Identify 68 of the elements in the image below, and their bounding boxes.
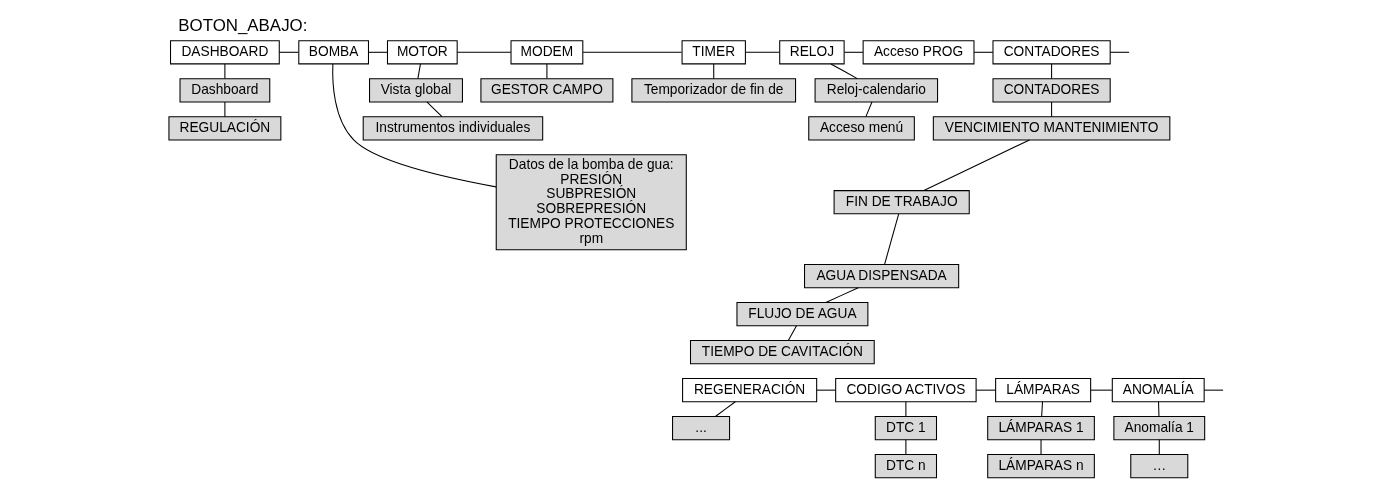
connector — [1040, 400, 1043, 417]
connector — [787, 324, 797, 341]
connector — [223, 100, 225, 117]
connector — [1050, 62, 1052, 79]
node-box: Vista global — [368, 77, 463, 102]
node-box: GESTOR CAMPO — [479, 77, 613, 102]
node-box: … — [1129, 453, 1188, 478]
connector — [883, 212, 899, 265]
node-box: TIEMPO DE CAVITACIÓN — [689, 339, 875, 364]
connector — [1050, 100, 1052, 117]
node-box: Acceso menú — [807, 115, 915, 140]
node-box: DASHBOARD — [169, 39, 280, 64]
connector — [1203, 389, 1224, 391]
node-box: BOMBA — [297, 39, 369, 64]
node-box: AGUA DISPENSADA — [803, 263, 959, 288]
node-box: Temporizador de fin de — [630, 77, 796, 102]
connector — [416, 62, 421, 79]
node-box: LÁMPARAS n — [986, 453, 1095, 478]
node-box: FLUJO DE AGUA — [735, 301, 868, 326]
node-box: DTC n — [874, 453, 937, 478]
connector — [975, 389, 996, 391]
connector — [278, 51, 299, 53]
node-box: TIMER — [681, 39, 746, 64]
connector — [331, 63, 496, 187]
node-box: DTC 1 — [874, 415, 937, 440]
node-box: CODIGO ACTIVOS — [834, 377, 977, 402]
connector — [864, 100, 872, 117]
node-box: Acceso PROG — [862, 39, 974, 64]
node-box: Anomalía 1 — [1112, 415, 1205, 440]
node-box: RELOJ — [778, 39, 845, 64]
connector — [973, 51, 993, 53]
node-box: MODEM — [510, 39, 583, 64]
connector — [904, 400, 906, 417]
connector — [367, 51, 388, 53]
node-box: CONTADORES — [991, 39, 1111, 64]
connector — [904, 438, 906, 455]
node-box: ... — [671, 415, 730, 440]
node-box: Dashboard — [179, 77, 270, 102]
connector — [744, 51, 780, 53]
connector — [425, 100, 443, 117]
connector — [1109, 51, 1130, 53]
node-box: FIN DE TRABAJO — [833, 189, 970, 214]
node-box: Datos de la bomba de gua: PRESIÓN SUBPRESIÓN SOBREPRESIÓN TIEMPO PROTECCIONES rpm — [495, 153, 687, 250]
node-box: LÁMPARAS 1 — [986, 415, 1095, 440]
connector — [456, 51, 511, 53]
connector — [1089, 389, 1112, 391]
connector — [824, 286, 859, 303]
node-box: LÁMPARAS — [994, 377, 1091, 402]
connector — [545, 62, 547, 79]
connector — [582, 51, 682, 53]
connector — [714, 400, 736, 417]
connector — [223, 62, 225, 79]
diagram-title: BOTON_ABAJO: — [177, 15, 307, 35]
connector — [815, 389, 836, 391]
connector — [1040, 438, 1042, 455]
node-box: REGULACIÓN — [167, 115, 281, 140]
connector — [843, 51, 863, 53]
node-box: Reloj-calendario — [814, 77, 938, 102]
node-box: REGENERACIÓN — [681, 377, 817, 402]
node-box: Instrumentos individuales — [362, 115, 543, 140]
connector — [829, 62, 858, 79]
connector — [1157, 400, 1159, 417]
node-box: MOTOR — [386, 39, 458, 64]
connector — [712, 62, 714, 79]
node-box: VENCIMIENTO MANTENIMIENTO — [932, 115, 1170, 140]
connector — [922, 138, 1030, 191]
node-box: ANOMALÍA — [1111, 377, 1205, 402]
node-box: CONTADORES — [991, 77, 1111, 102]
